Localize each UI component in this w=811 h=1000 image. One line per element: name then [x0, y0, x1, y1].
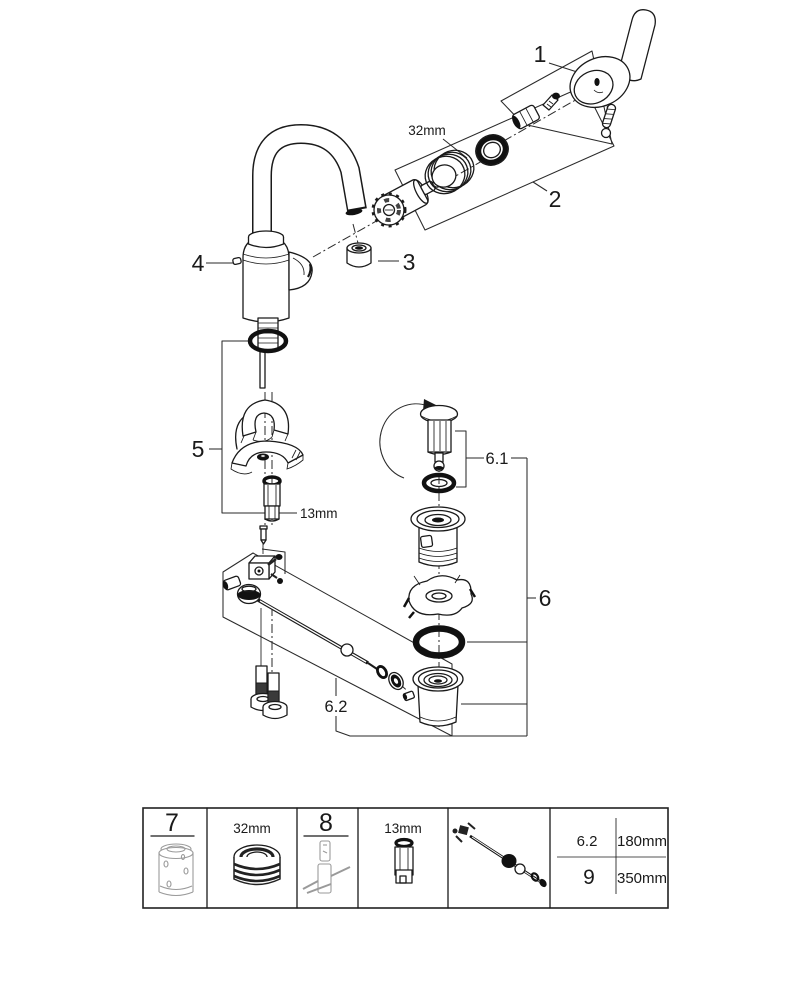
faucet-body-group [232, 123, 367, 323]
rod-assembly-drawing [452, 822, 547, 888]
cartridge-assembly [371, 134, 509, 228]
callout-3: 3 [403, 249, 416, 275]
popup-plug-group [379, 399, 459, 494]
popup-rod-group [222, 554, 404, 691]
handle-assembly [512, 9, 656, 139]
callout-5: 5 [192, 436, 205, 462]
rod-o-ring [376, 665, 388, 679]
table-cell-spec: 6.2 180mm 9 350mm [557, 818, 667, 894]
faucet-body [242, 236, 290, 323]
group6-bottom-connector [335, 716, 527, 737]
table-cell-tool-13mm: 13mm [384, 821, 422, 884]
callout-4: 4 [192, 250, 205, 276]
rod-clamp-block [248, 555, 276, 580]
drain-body-pin [402, 690, 416, 702]
group5-bracket [221, 340, 297, 514]
spout-tip-ring [345, 208, 363, 216]
drain-body [402, 666, 464, 727]
parts-table: 7 32mm [142, 807, 669, 909]
table-cell-rod-assembly [452, 822, 547, 888]
supply-hose-right [262, 672, 288, 720]
mounting-group [230, 317, 304, 545]
callout2-leader [532, 181, 548, 192]
callout-construction-lines [206, 50, 615, 737]
callout-1: 1 [534, 41, 547, 67]
body-seam-2 [242, 259, 290, 265]
shank-o-ring [247, 328, 289, 354]
supply-hoses [250, 665, 288, 720]
rotation-arrow-arc [379, 403, 429, 479]
handle-adapter-nut [512, 104, 540, 130]
drain-gasket [402, 574, 477, 619]
clamp-screw-lower [270, 573, 283, 584]
plug-seal-ring [421, 472, 457, 494]
popup-rod [257, 598, 378, 670]
clamp-screw-upper [267, 554, 283, 566]
drain-flange [410, 506, 466, 567]
ring-tool-drawing [233, 844, 281, 886]
table-cell-tool-32mm: 32mm [233, 821, 281, 886]
dim-32mm: 32mm [408, 123, 446, 138]
group62-screw-bracket [261, 548, 286, 574]
cartridge-splined-end [371, 192, 407, 228]
callout-6-1: 6.1 [486, 450, 509, 468]
t-wrench-tool-drawing [302, 840, 351, 894]
handle-screw [542, 92, 560, 111]
table-cell-tool-8: 8 [302, 809, 351, 894]
handle-spring [601, 103, 617, 129]
handle-boss-detail [292, 257, 305, 276]
handle-hub [569, 55, 631, 109]
popup-knob-seal [236, 583, 262, 605]
handle-ball [600, 127, 612, 139]
body-pin [232, 256, 242, 266]
handle-screw-hole [594, 78, 600, 86]
spec-val-350: 350mm [617, 870, 667, 887]
callout-6-2: 6.2 [325, 698, 348, 716]
trim-ring [475, 134, 509, 166]
cartridge-retaining-ring-32mm [424, 149, 475, 195]
rod-grommet [388, 671, 404, 691]
tool-13-label: 13mm [384, 821, 422, 836]
tool-7-label: 7 [165, 809, 179, 837]
body-seam-1 [242, 253, 290, 259]
tool-8-label: 8 [319, 809, 333, 837]
plug-stem [427, 419, 452, 472]
spout-collar [247, 230, 285, 249]
handle-hub-detail [593, 89, 604, 94]
clamp-crescent-washer [230, 440, 304, 475]
group61-bracket [455, 430, 467, 488]
mounting-screw [259, 525, 268, 545]
table-cell-tool-7: 7 [150, 809, 195, 897]
callout-2: 2 [549, 186, 562, 212]
spec-ref-9: 9 [583, 866, 595, 889]
axis-spout-aerator [352, 223, 359, 244]
mounting-sleeve-13mm [262, 475, 282, 522]
socket-tool-drawing [394, 837, 414, 884]
tool-32-label: 32mm [233, 821, 271, 836]
dim-13mm: 13mm [300, 506, 338, 521]
handle-boss [288, 251, 313, 291]
popup-rod-upper [259, 349, 266, 389]
spec-val-180: 180mm [617, 833, 667, 850]
drain-assembly [402, 506, 477, 727]
spec-ref-62: 6.2 [577, 833, 598, 850]
drain-o-ring [412, 625, 466, 659]
aerator [346, 242, 372, 268]
callout-6: 6 [539, 585, 552, 611]
callout-labels: 1 2 3 4 5 6 6.1 6.2 32mm 13mm [192, 41, 562, 716]
rod-end-plug [222, 575, 242, 591]
cartridge-socket-tool-drawing [158, 843, 194, 897]
handle-boss-edge [307, 263, 312, 278]
spout [252, 123, 367, 243]
